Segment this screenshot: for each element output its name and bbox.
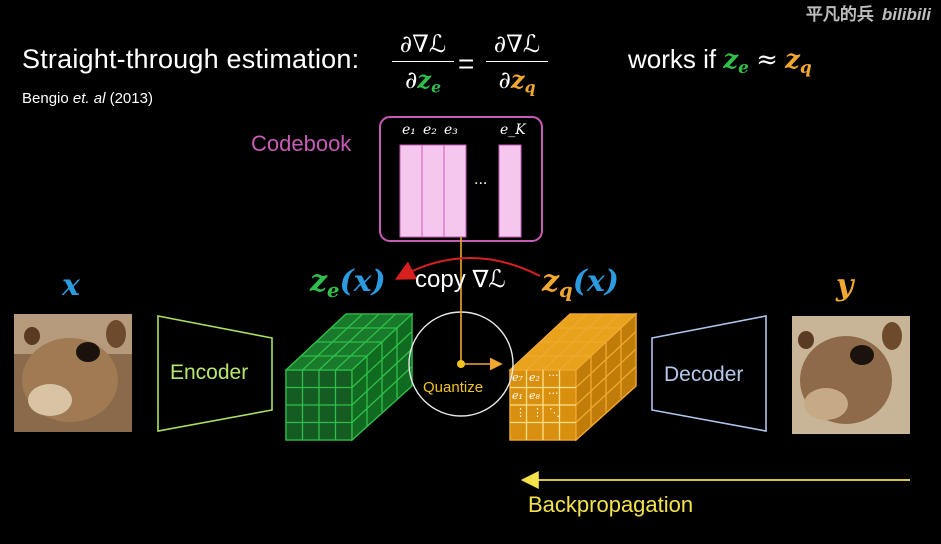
quantize-label: Quantize <box>423 379 484 396</box>
codebook-eK-label: e_K <box>500 122 526 138</box>
condition-prefix: works if <box>628 44 717 74</box>
zq-cell-e7: e₇ <box>512 371 523 384</box>
fraction-lhs-numerator: ∂∇ℒ <box>399 30 447 58</box>
animal-photo-reconstructed-icon <box>792 316 910 434</box>
watermark: 平凡的兵 bilibili <box>806 0 931 25</box>
citation-etal: et. al <box>72 90 106 107</box>
zq-cell-e2: e₂ <box>529 371 540 384</box>
condition-ze: z <box>723 45 739 75</box>
condition-text: works if ze ≈ zq <box>628 44 812 77</box>
codebook-label: Codebook <box>251 131 352 156</box>
backprop-label: Backpropagation <box>528 492 694 517</box>
codebook-entry-eK <box>498 144 522 238</box>
zq-var: z <box>542 264 560 299</box>
partial-symbol: ∂ <box>498 66 511 94</box>
z-q-subscript: q <box>524 77 536 97</box>
output-y-label: y <box>836 268 854 303</box>
condition-zq: z <box>785 45 800 75</box>
zq-sub: q <box>559 278 573 302</box>
zq-cell-vdots-1: ⋮ <box>515 406 526 419</box>
fraction-rhs-numerator: ∂∇ℒ <box>493 30 541 58</box>
equals-sign: = <box>458 48 475 79</box>
codebook-e2-label: e₂ <box>423 122 437 138</box>
zq-cell-vdots-2: ⋮ <box>532 406 543 419</box>
z-e-symbol: z <box>417 65 432 94</box>
watermark-text: 平凡的兵 <box>805 5 874 24</box>
ze-arg: (x) <box>339 264 386 299</box>
codebook-ellipsis: ... <box>474 172 488 188</box>
bilibili-logo: bilibili <box>881 5 931 24</box>
ze-sub: e <box>327 278 340 302</box>
fraction-lhs-denominator: ∂ze <box>392 65 454 97</box>
fraction-lhs: ∂∇ℒ ∂ze <box>392 30 454 97</box>
encoder-block <box>157 315 273 432</box>
zq-tensor-cube <box>508 312 638 442</box>
zq-cell-e1: e₁ <box>512 389 523 402</box>
citation: Bengio et. al (2013) <box>22 90 153 107</box>
ze-tensor-cube <box>284 312 414 442</box>
codebook-entry-e2 <box>421 144 445 238</box>
partial-symbol: ∂ <box>405 66 418 94</box>
zq-arg: (x) <box>572 264 619 299</box>
citation-author: Bengio <box>22 90 69 107</box>
slide-title: Straight-through estimation: <box>22 44 360 74</box>
z-q-symbol: z <box>510 65 525 94</box>
fraction-lhs-bar <box>392 61 454 62</box>
quantize-dot <box>457 360 465 368</box>
codebook-e3-label: e₃ <box>444 122 458 138</box>
decoder-block <box>651 315 767 432</box>
fraction-rhs: ∂∇ℒ ∂zq <box>486 30 548 97</box>
condition-ze-sub: e <box>738 57 749 78</box>
codebook-entry-e3 <box>443 144 467 238</box>
encoder-label: Encoder <box>170 361 249 384</box>
approx-symbol: ≈ <box>756 45 778 75</box>
z-e-subscript: e <box>431 77 441 97</box>
zq-cell-e8: e₈ <box>529 389 540 402</box>
ze-label: ze(x) <box>310 264 386 302</box>
copy-gradient-arrow <box>394 257 541 280</box>
animal-photo-icon <box>14 314 132 432</box>
zq-label: zq(x) <box>542 264 619 302</box>
zq-cell-ddots: ⋱ <box>549 406 560 419</box>
citation-year: (2013) <box>109 90 153 107</box>
codebook-entry-e1 <box>399 144 423 238</box>
codebook-e1-label: e₁ <box>402 122 416 138</box>
condition-zq-sub: q <box>799 57 812 78</box>
codebook <box>379 116 543 242</box>
input-x-label: x <box>62 268 80 303</box>
zq-cell-dots-2: ··· <box>548 387 559 400</box>
decoder-label: Decoder <box>664 363 744 386</box>
copy-gradient-label: copy ∇ℒ <box>415 266 506 293</box>
fraction-rhs-denominator: ∂zq <box>486 65 548 97</box>
fraction-rhs-bar <box>486 61 548 62</box>
zq-cell-dots-1: ··· <box>548 369 559 382</box>
ze-var: z <box>310 264 328 299</box>
